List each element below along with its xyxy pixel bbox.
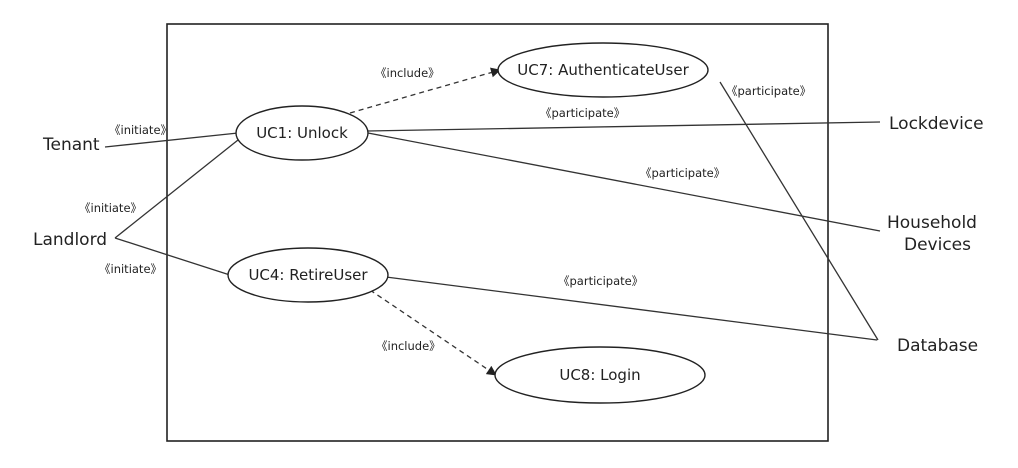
uc1-household-association — [367, 132, 881, 232]
actor-lockdevice[interactable]: Lockdevice — [889, 114, 984, 134]
uc4-uc8-include-arrow — [369, 289, 497, 376]
stereotype-uc1-uc7-include: 《include》 — [375, 66, 440, 80]
stereotype-uc4-database-participate: 《participate》 — [558, 274, 643, 288]
actor-database[interactable]: Database — [897, 336, 978, 356]
stereotype-landlord-uc1-initiate: 《initiate》 — [79, 201, 142, 215]
tenant-uc1-association — [104, 132, 239, 148]
stereotype-uc1-lockdevice-participate: 《participate》 — [540, 106, 625, 120]
actor-household-devices-line1[interactable]: Household — [887, 213, 977, 233]
actor-landlord[interactable]: Landlord — [33, 230, 107, 250]
use-case-uc7-label: UC7: AuthenticateUser — [517, 61, 689, 79]
stereotype-tenant-initiate: 《initiate》 — [109, 123, 172, 137]
use-case-uc8-label: UC8: Login — [559, 366, 640, 384]
uc1-lockdevice-association — [367, 121, 881, 132]
stereotype-uc4-uc8-include: 《include》 — [376, 339, 441, 353]
stereotype-uc7-database-participate: 《participate》 — [726, 84, 811, 98]
use-case-uc4-label: UC4: RetireUser — [248, 266, 368, 284]
use-case-uc8[interactable]: UC8: Login — [494, 346, 706, 404]
landlord-uc1-association — [114, 139, 239, 239]
stereotype-uc1-household-participate: 《participate》 — [640, 166, 725, 180]
uc1-uc7-include-arrow — [349, 67, 501, 114]
use-case-uc1-label: UC1: Unlock — [256, 124, 348, 142]
landlord-uc4-association — [114, 237, 234, 277]
stereotype-landlord-uc4-initiate: 《initiate》 — [99, 262, 162, 276]
actor-household-devices-line2[interactable]: Devices — [904, 235, 971, 255]
use-case-uc4[interactable]: UC4: RetireUser — [227, 247, 389, 303]
use-case-uc7[interactable]: UC7: AuthenticateUser — [497, 42, 709, 98]
use-case-uc1[interactable]: UC1: Unlock — [235, 105, 369, 161]
system-boundary — [166, 23, 829, 442]
actor-tenant[interactable]: Tenant — [42, 135, 100, 155]
uc4-database-association — [385, 276, 878, 341]
uc7-database-association — [719, 81, 879, 341]
